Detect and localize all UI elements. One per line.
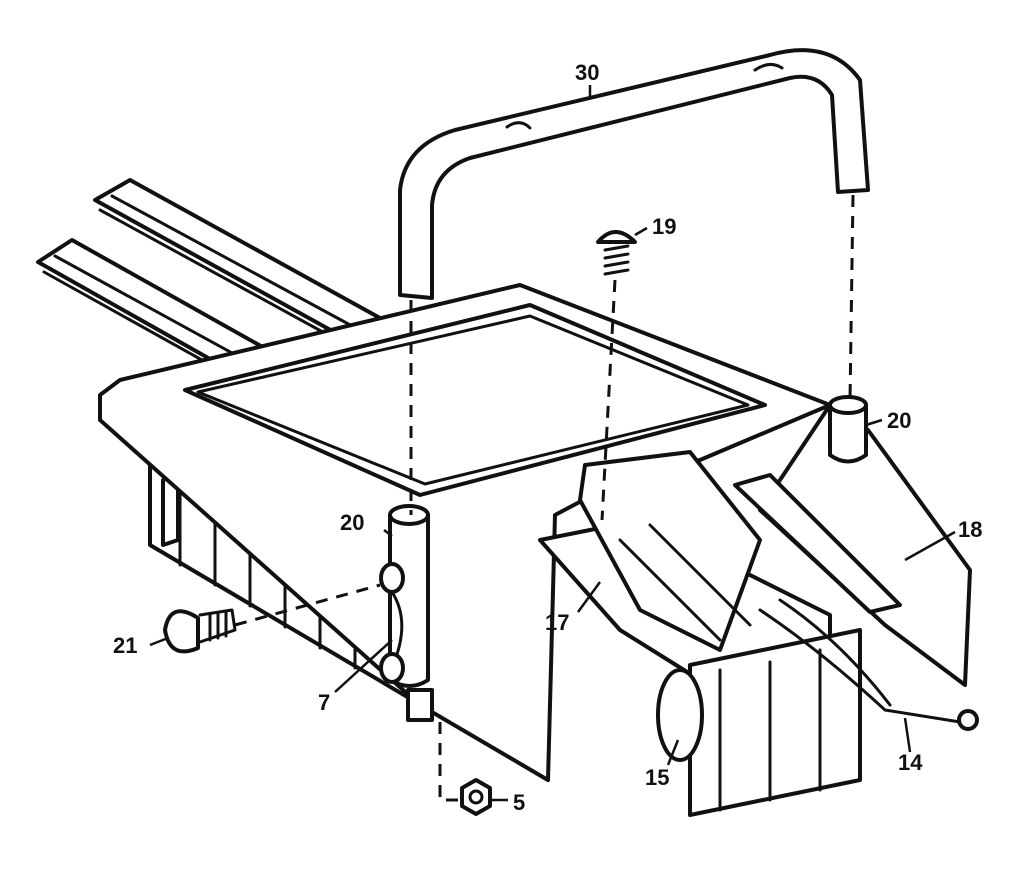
callout-18: 18: [958, 517, 982, 542]
carriage-bolt-19: [596, 230, 637, 276]
carriage-bolt-21: [163, 608, 237, 654]
callout-30: 30: [575, 60, 599, 85]
hex-nut-5: [460, 778, 492, 816]
assembly-lines: [234, 194, 855, 802]
callout-20-right: 20: [887, 408, 911, 433]
callout-20-left: 20: [340, 510, 364, 535]
callout-19: 19: [652, 214, 676, 239]
motor-assembly: [538, 450, 862, 817]
power-cord-14: [758, 598, 979, 731]
tube-socket-right: [828, 395, 868, 464]
callout-14: 14: [898, 750, 923, 775]
ground-strap: [379, 562, 405, 684]
callout-5: 5: [513, 790, 525, 815]
callout-15: 15: [645, 765, 669, 790]
handle-bar: [398, 48, 870, 300]
lower-bracket: [406, 688, 434, 722]
callout-labels: 30 19 20 20 18 21 7 17 15 14 5: [113, 60, 982, 815]
callout-7: 7: [318, 690, 330, 715]
callout-21: 21: [113, 633, 137, 658]
callout-17: 17: [545, 610, 569, 635]
leader-lines: [149, 85, 956, 802]
